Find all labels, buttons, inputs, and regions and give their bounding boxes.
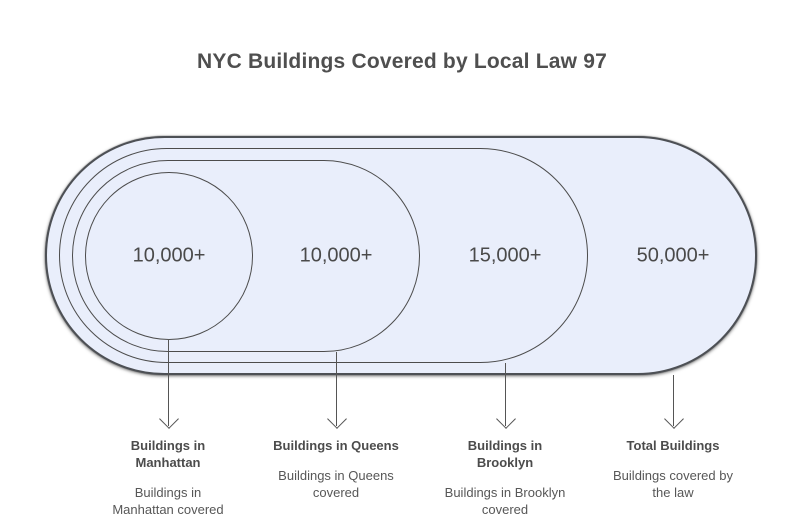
callout-description: Buildings covered by the law [613,468,733,500]
arrow-down-icon [327,409,347,429]
arrow-down-icon [664,409,684,429]
callout-heading: Buildings in Queens [273,438,399,453]
callout-queens: Buildings in Queens Buildings in Queens … [246,437,426,501]
callout-description: Buildings in Manhattan covered [112,485,224,517]
connector-line-total [673,375,674,426]
value-total: 50,000+ [636,244,710,267]
ring-brooklyn [59,148,588,363]
arrow-down-icon [496,409,516,429]
arrow-down-icon [159,409,179,429]
callout-description: Buildings in Queens covered [278,468,394,500]
callout-description: Buildings in Brooklyn covered [444,485,566,517]
ring-queens [72,160,420,352]
page-title: NYC Buildings Covered by Local Law 97 [197,50,607,73]
value-queens: 10,000+ [299,244,373,267]
connector-line-queens [336,352,337,426]
ring-manhattan [85,172,253,340]
connector-line-manhattan [168,339,169,426]
callout-brooklyn: Buildings in Brooklyn Buildings in Brook… [415,437,595,518]
value-manhattan: 10,000+ [132,244,206,267]
callout-heading: Buildings in Brooklyn [467,438,543,470]
callout-total: Total Buildings Buildings covered by the… [583,437,763,501]
connector-line-brooklyn [505,363,506,426]
callout-manhattan: Buildings in Manhattan Buildings in Manh… [78,437,258,518]
value-brooklyn: 15,000+ [468,244,542,267]
callout-heading: Total Buildings [626,438,720,453]
callout-heading: Buildings in Manhattan [130,438,206,470]
